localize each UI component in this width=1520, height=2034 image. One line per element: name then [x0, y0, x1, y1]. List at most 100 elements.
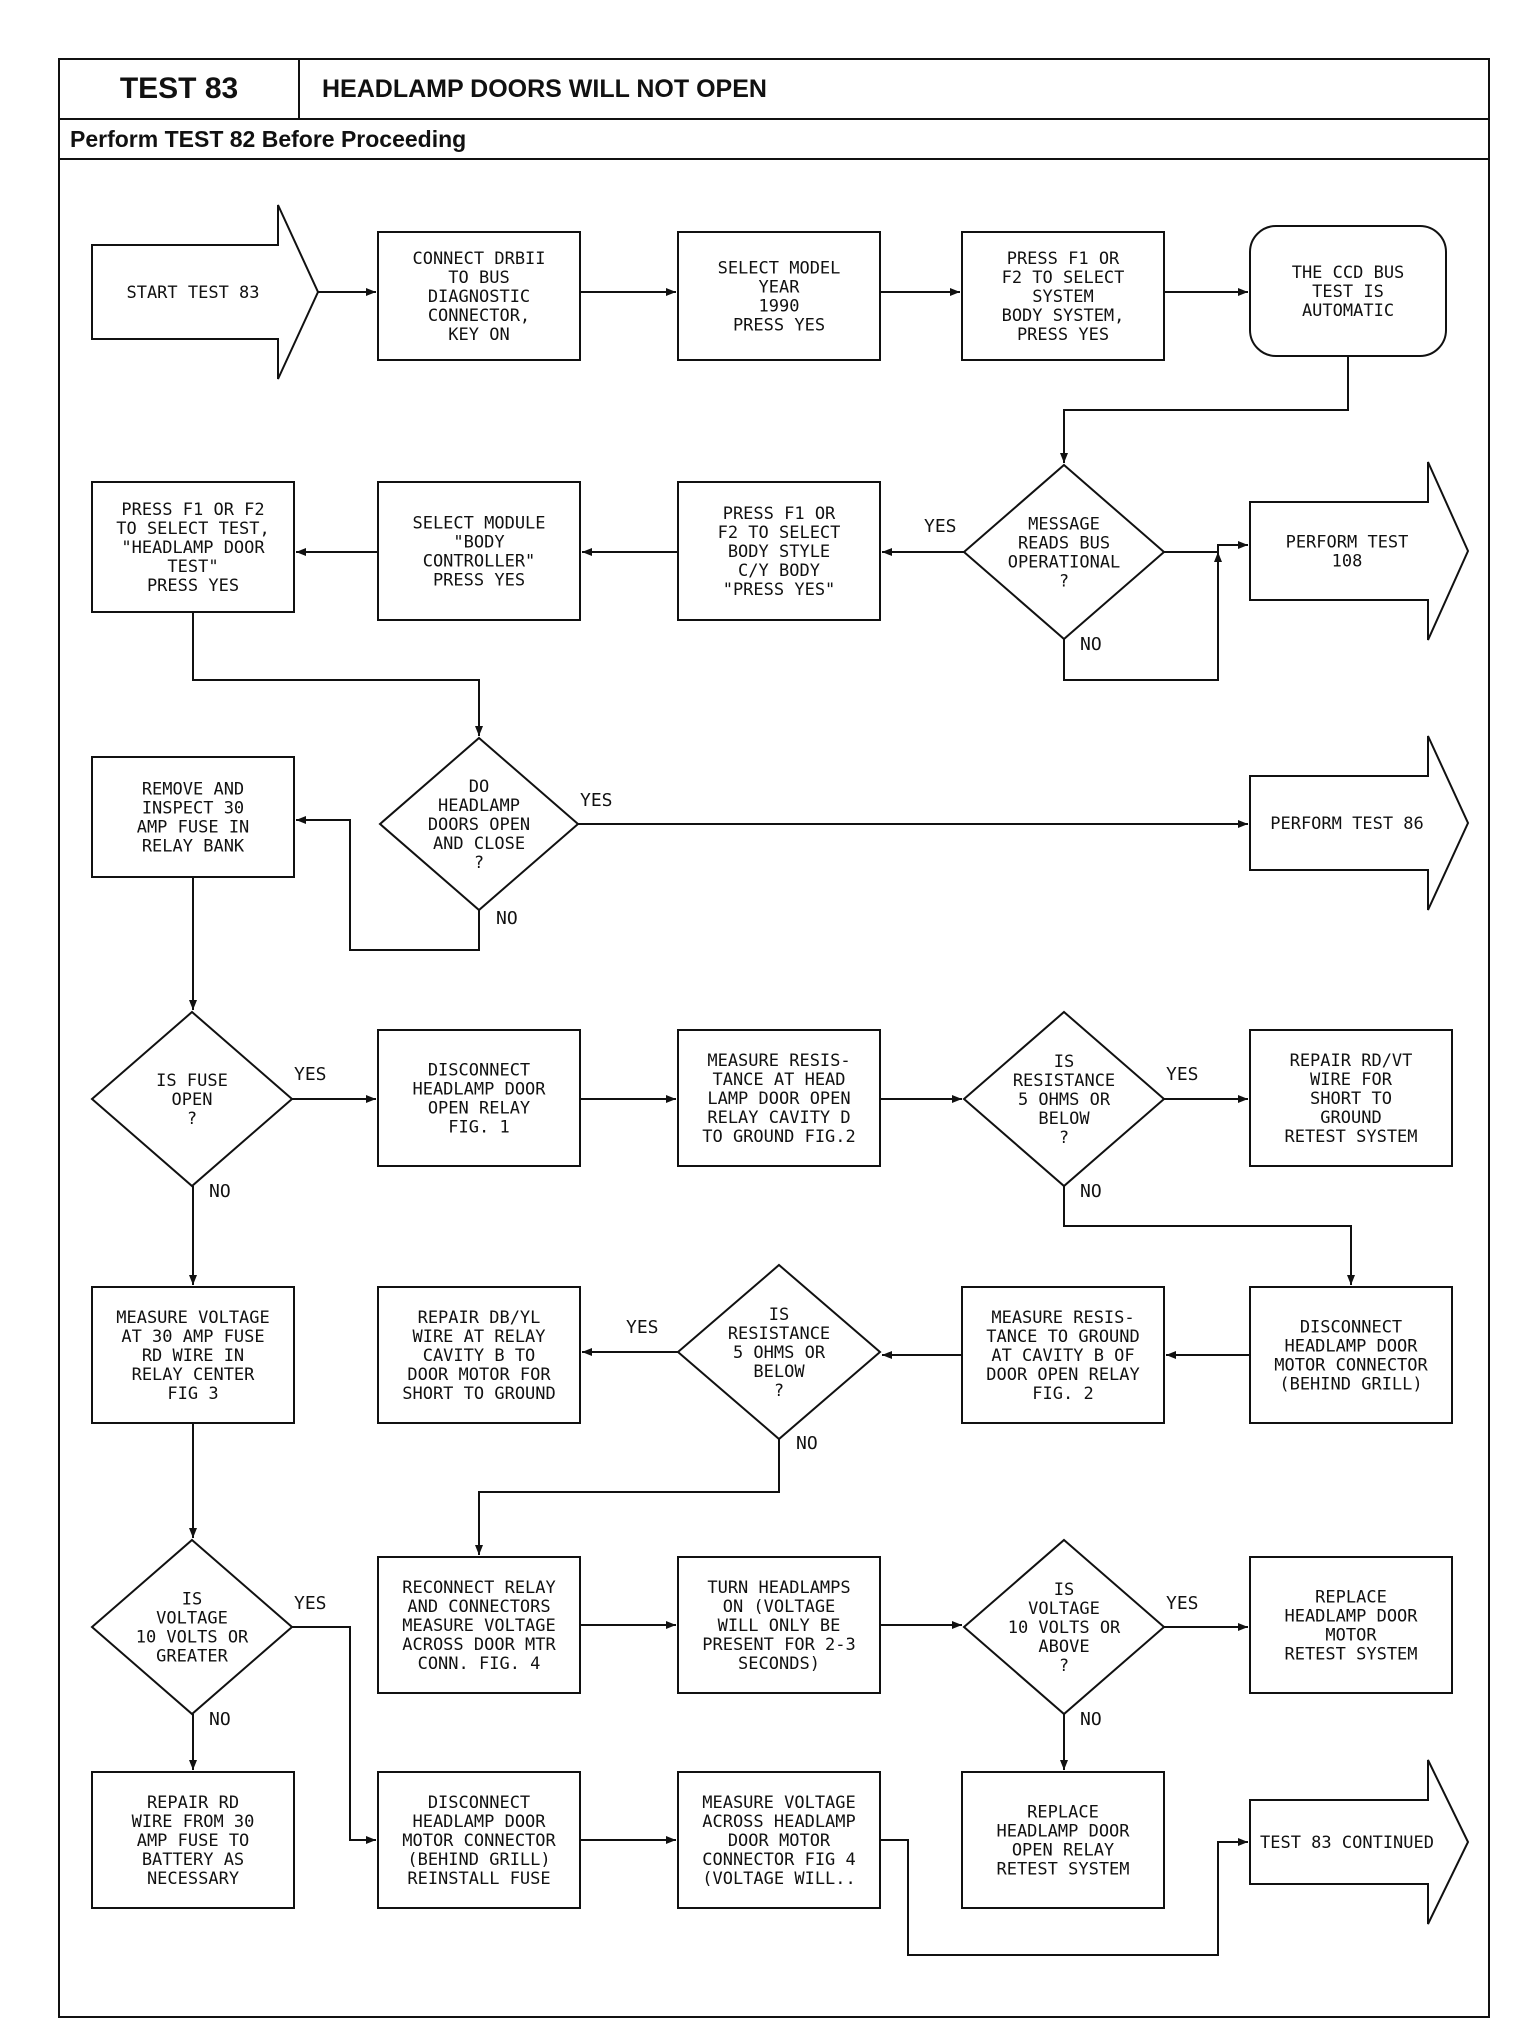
- node-label: CONTROLLER": [423, 552, 536, 572]
- node-label: C/Y BODY: [738, 561, 820, 581]
- node-label: ?: [187, 1109, 197, 1129]
- node-label: ?: [774, 1381, 784, 1401]
- node-label: 1990: [759, 297, 800, 317]
- node-label: FIG 3: [167, 1384, 218, 1404]
- node-label: GROUND: [1320, 1108, 1381, 1128]
- connectors: [189, 288, 1355, 1956]
- node-label: DO: [469, 777, 489, 797]
- node-label: REMOVE AND: [142, 780, 244, 800]
- node-label: IS: [769, 1305, 789, 1325]
- node-label: PERFORM TEST: [1286, 533, 1409, 553]
- test-title: HEADLAMP DOORS WILL NOT OPEN: [322, 74, 767, 103]
- yes-label: YES: [580, 790, 613, 811]
- connector-line: [880, 1838, 1248, 1956]
- node-label: TEST": [167, 557, 218, 577]
- node-label: 5 OHMS OR: [1018, 1090, 1111, 1110]
- node-label: HEADLAMP DOOR: [412, 1080, 546, 1100]
- node-label: MESSAGE: [1028, 515, 1100, 535]
- node-label: DISCONNECT: [428, 1061, 530, 1081]
- connector-line: [192, 612, 483, 736]
- node-label: MOTOR: [1325, 1626, 1377, 1646]
- node-label: VOLTAGE: [156, 1609, 228, 1629]
- node-label: PRESS YES: [433, 571, 525, 591]
- node-label: VOLTAGE: [1028, 1599, 1100, 1619]
- node-label: NECESSARY: [147, 1869, 239, 1889]
- node-label: PRESS F1 OR: [723, 504, 836, 524]
- node-label: REPLACE: [1027, 1803, 1099, 1823]
- node-label: OPERATIONAL: [1008, 553, 1121, 573]
- node-label: TEST 83 CONTINUED: [1260, 1833, 1434, 1853]
- node-measure-res-d: MEASURE RESIS-TANCE AT HEADLAMP DOOR OPE…: [677, 1029, 881, 1167]
- node-label: AT CAVITY B OF: [991, 1346, 1134, 1366]
- node-label: DOOR OPEN RELAY: [986, 1365, 1140, 1385]
- node-label: AT 30 AMP FUSE: [121, 1327, 264, 1347]
- node-start: START TEST 83: [91, 204, 320, 380]
- node-label: MOTOR CONNECTOR: [402, 1831, 556, 1851]
- node-label: "PRESS YES": [723, 580, 836, 600]
- node-label: RELAY CENTER: [132, 1365, 256, 1385]
- node-label: TURN HEADLAMPS: [707, 1578, 850, 1598]
- node-label: HEADLAMP DOOR: [1284, 1607, 1418, 1627]
- node-label: ACROSS DOOR MTR: [402, 1635, 556, 1655]
- node-label: MEASURE RESIS-: [707, 1051, 850, 1071]
- node-label: PRESS YES: [147, 576, 239, 596]
- node-label: RECONNECT RELAY: [402, 1578, 556, 1598]
- node-label: SELECT MODEL: [718, 259, 841, 279]
- node-label: (BEHIND GRILL): [1279, 1375, 1422, 1395]
- connector-line: [296, 816, 480, 951]
- node-label: WILL ONLY BE: [718, 1616, 841, 1636]
- connector-line: [1060, 356, 1349, 463]
- node-label: 10 VOLTS OR: [136, 1628, 249, 1648]
- node-label: RELAY BANK: [142, 837, 245, 857]
- diagram-frame: TEST 83 HEADLAMP DOORS WILL NOT OPEN Per…: [58, 58, 1490, 2018]
- node-label: HEADLAMP DOOR: [1284, 1337, 1418, 1357]
- node-label: HEADLAMP: [438, 796, 520, 816]
- node-label: DIAGNOSTIC: [428, 287, 530, 307]
- no-label: NO: [209, 1181, 231, 1202]
- node-label: REPLACE: [1315, 1588, 1387, 1608]
- node-label: READS BUS: [1018, 534, 1110, 554]
- node-label: RETEST SYSTEM: [996, 1860, 1129, 1880]
- node-label: TO GROUND FIG.2: [702, 1127, 856, 1147]
- node-label: DOOR MOTOR FOR: [407, 1365, 551, 1385]
- node-label: HEADLAMP DOOR: [996, 1822, 1130, 1842]
- node-label: BATTERY AS: [142, 1850, 244, 1870]
- node-label: RETEST SYSTEM: [1284, 1645, 1417, 1665]
- node-label: TO BUS: [448, 268, 509, 288]
- node-label: 10 VOLTS OR: [1008, 1618, 1121, 1638]
- node-label: INSPECT 30: [142, 799, 244, 819]
- node-label: TANCE TO GROUND: [986, 1327, 1140, 1347]
- node-label: FIG. 2: [1032, 1384, 1093, 1404]
- yes-label: YES: [1166, 1593, 1199, 1614]
- node-label: AMP FUSE IN: [137, 818, 250, 838]
- node-label: IS: [1054, 1052, 1074, 1072]
- node-label: REINSTALL FUSE: [407, 1869, 550, 1889]
- connector-line: [1063, 552, 1222, 681]
- node-label: WIRE FROM 30: [132, 1812, 255, 1832]
- node-test86: PERFORM TEST 86: [1249, 735, 1470, 911]
- node-label: THE CCD BUS: [1292, 263, 1405, 283]
- node-label: DOOR MOTOR: [728, 1831, 831, 1851]
- no-label: NO: [496, 908, 518, 929]
- node-label: MEASURE RESIS-: [991, 1308, 1134, 1328]
- node-label: KEY ON: [448, 325, 509, 345]
- node-label: ?: [1059, 1128, 1069, 1148]
- node-label: REPAIR RD: [147, 1793, 239, 1813]
- node-label: BELOW: [1038, 1109, 1090, 1129]
- node-label: 5 OHMS OR: [733, 1343, 826, 1363]
